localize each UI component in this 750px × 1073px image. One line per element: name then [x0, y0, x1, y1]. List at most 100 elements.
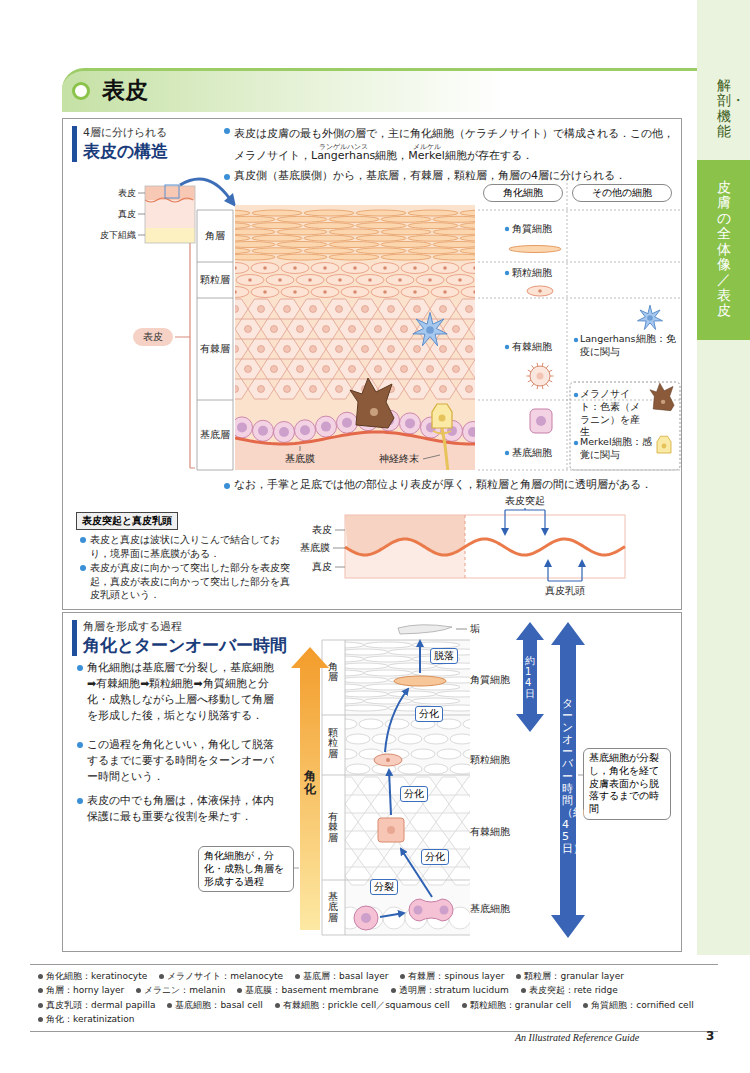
keratinization-illustration: [358, 849, 384, 867]
glossary-item: 角化：keratinization: [38, 1012, 134, 1026]
keratinization-illustration: [410, 813, 436, 831]
keratinization-illustration: [462, 849, 470, 867]
bracket: [505, 508, 545, 510]
epidermis-illustration: [326, 339, 352, 359]
keratinization-illustration: [364, 656, 412, 662]
region-tag: 表皮: [133, 328, 173, 346]
melanocyte-shape: [650, 383, 674, 411]
melanocyte-shape: [350, 378, 394, 428]
epidermis-illustration: [368, 278, 372, 282]
epidermis-illustration: [461, 263, 475, 274]
epidermis-illustration: [274, 339, 300, 359]
layer-name: 角層: [197, 229, 233, 243]
skin-icon: [145, 186, 195, 243]
box-text: 分裂: [374, 880, 394, 894]
keratinization-illustration: [346, 764, 370, 774]
keratinization-arrows: [291, 622, 585, 938]
box-text: その他の細胞: [577, 186, 667, 200]
epidermis-illustration: [356, 223, 406, 229]
epidermis-illustration: [235, 205, 475, 470]
glossary-item: 基底細胞：basal cell: [167, 998, 262, 1012]
skin-icon: [165, 185, 179, 198]
process-tag: 分化: [415, 706, 443, 722]
epidermis-illustration: [349, 326, 356, 333]
epidermis-illustration: [391, 359, 417, 379]
duration-arrow: [516, 622, 544, 732]
leader-line: [333, 548, 345, 549]
epidermis-illustration: [329, 216, 379, 222]
epidermis-illustration: [401, 326, 408, 333]
epidermis-illustration: [336, 306, 343, 313]
page-number: 3: [706, 1028, 714, 1044]
keratinization-illustration: [436, 691, 470, 697]
epidermis-illustration: [349, 366, 356, 373]
epidermis-illustration: [277, 242, 327, 248]
epidermis-illustration: [297, 366, 304, 373]
leader-line: [335, 530, 345, 531]
part-label: 表皮: [312, 523, 332, 537]
keratinization-illustration: [364, 670, 412, 676]
langerhans-nucleus: [647, 315, 653, 321]
bracket-arrow: [504, 510, 505, 534]
layer-grid: [175, 183, 680, 470]
epidermis-illustration: [430, 379, 456, 399]
epidermis-illustration: [251, 287, 279, 298]
keratinization-illustration: [358, 777, 384, 795]
leader-line: [138, 193, 145, 194]
keratinization-illustration: [371, 795, 397, 813]
epidermis-illustration: [278, 278, 282, 282]
glossary-item: 有棘細胞：prickle cell／squamous cell: [275, 998, 450, 1012]
section-title: 表皮の構造: [83, 140, 168, 162]
keratinization-illustration: [388, 663, 436, 669]
duration-label: 約14日: [525, 655, 535, 699]
epidermis-illustration: [356, 210, 406, 216]
keratinization-illustration: [436, 777, 462, 795]
layer-grid: [197, 210, 233, 211]
keratinization-illustration: [345, 684, 364, 690]
basement-membrane: [235, 432, 475, 444]
leader-line: [294, 868, 299, 869]
epidermis-illustration: [235, 346, 239, 353]
layer-name: 表皮: [96, 187, 136, 199]
part-label: 基底膜: [284, 452, 316, 466]
epidermis-illustration: [248, 299, 274, 319]
epidermis-illustration: [408, 235, 458, 241]
epidermis-illustration: [362, 306, 369, 313]
epidermis-illustration: [313, 319, 339, 339]
keratinization-illustration: [345, 849, 358, 867]
flow-arrow: [419, 641, 421, 673]
epidermis-illustration: [277, 216, 327, 222]
epidermis-illustration: [413, 290, 417, 294]
epidermis-illustration: [310, 346, 317, 353]
epidermis-illustration: [466, 346, 473, 353]
epidermis-illustration: [443, 266, 447, 270]
epidermis-illustration: [323, 326, 330, 333]
epidermis-illustration: [352, 339, 378, 359]
layer-grid: [478, 298, 680, 299]
basement-membrane: [345, 539, 625, 555]
keratinization-illustration: [398, 734, 422, 744]
section-title: 角化とターンオーバー時間: [83, 634, 287, 656]
basal-cell: [463, 422, 476, 443]
epidermis-illustration: [310, 386, 317, 393]
merkel-cell-shape: [657, 436, 671, 453]
epidermis-illustration: [356, 248, 406, 254]
keratinization-illustration: [411, 749, 435, 759]
subsection-title: 表皮突起と真皮乳頭: [76, 512, 178, 530]
epidermis-illustration: [336, 386, 343, 393]
section-heading: 角層を形成する過程角化とターンオーバー時間: [72, 620, 287, 656]
epidermis-illustration: [381, 229, 431, 235]
epidermis-illustration: [245, 366, 252, 373]
scale-flake: [398, 625, 452, 634]
layer-name: 顆粒層: [328, 728, 338, 759]
box-text: 分化: [425, 850, 445, 864]
skin-icon: [145, 198, 193, 202]
epidermis-illustration: [460, 223, 475, 229]
keratinization-illustration: [345, 705, 388, 711]
granular-nucleus: [386, 758, 390, 762]
layer-line: [322, 775, 470, 776]
epidermis-illustration: [252, 235, 302, 241]
epidermis-illustration: [427, 366, 434, 373]
keratinization-illustration: [359, 719, 383, 729]
epidermis-illustration: [235, 210, 250, 216]
